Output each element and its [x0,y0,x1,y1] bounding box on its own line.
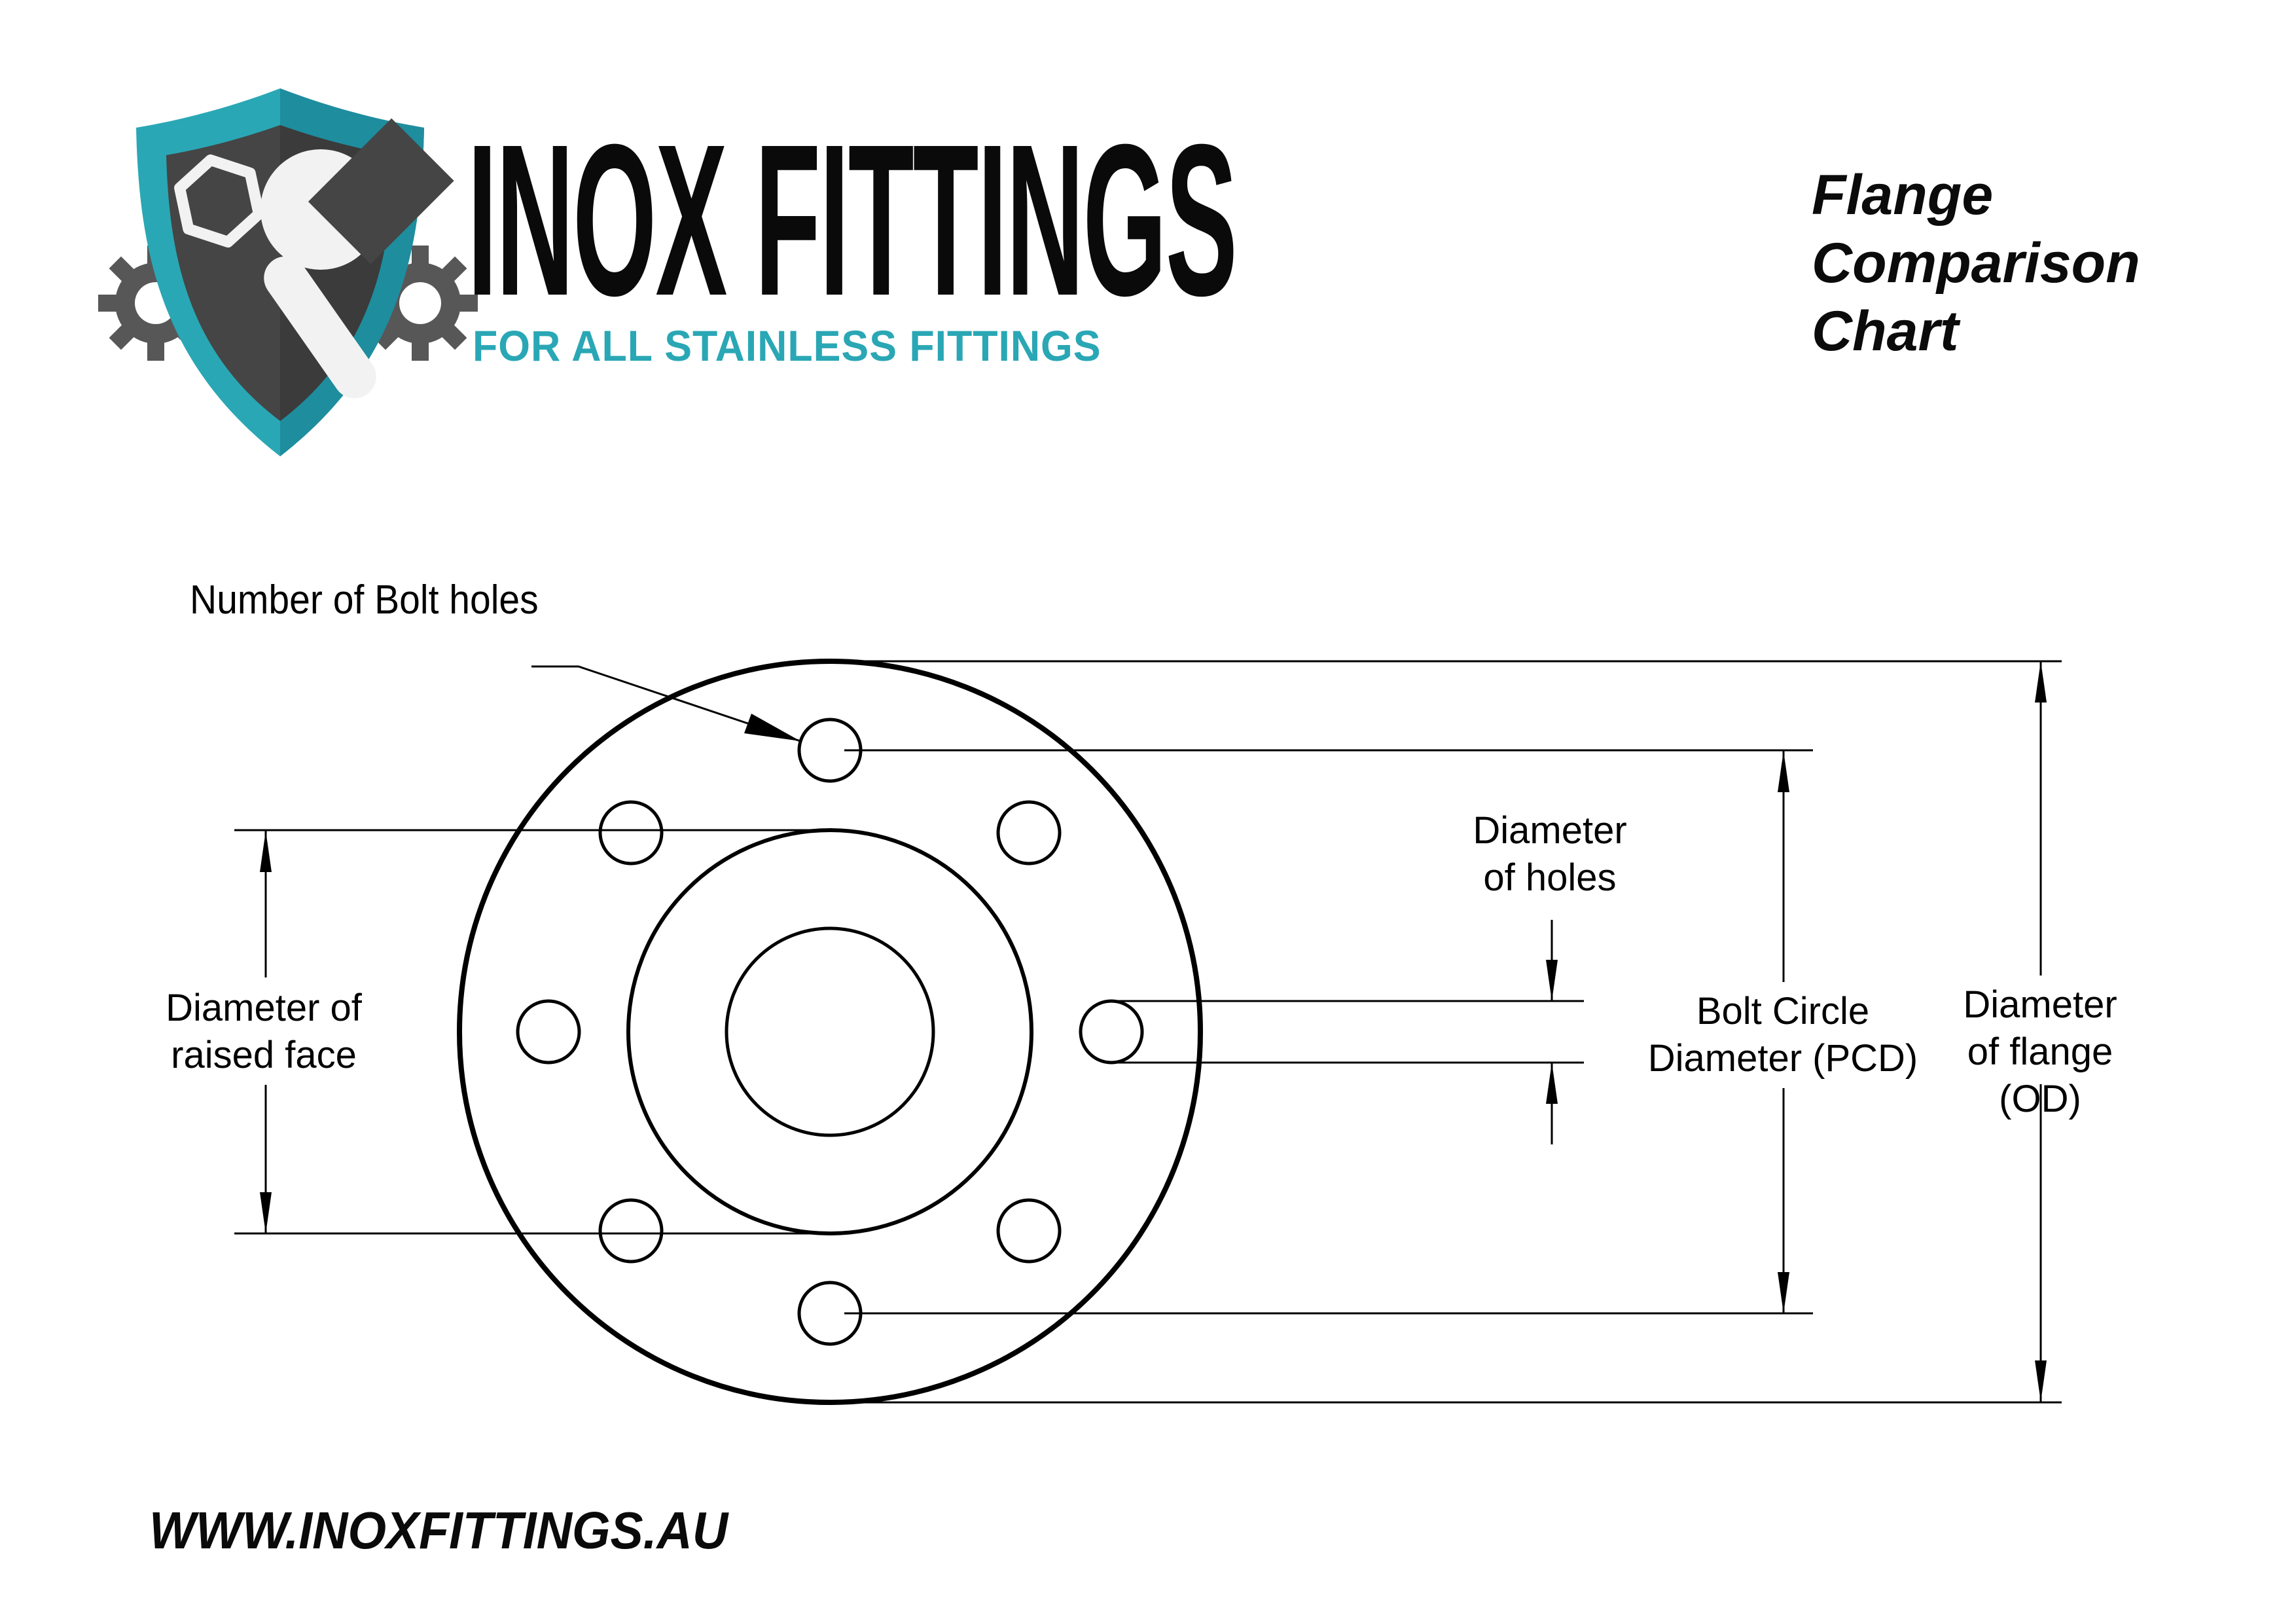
label-flange-od: Diameter of flange (OD) [1963,981,2117,1123]
extension-lines [234,660,2062,1404]
label-line: Diameter of [166,987,362,1029]
label-line: (OD) [1999,1078,2081,1120]
label-raised-face-diameter: Diameter of raised face [166,985,362,1079]
bolt-hole [1079,999,1144,1065]
label-line: Diameter [1473,809,1627,852]
label-line: Diameter (PCD) [1647,1037,1918,1080]
brand-logo [98,62,478,471]
raised-face-circle [626,828,1033,1235]
bolt-hole [996,1198,1062,1264]
dimension-arrowheads [260,661,2047,1402]
page-title: Flange Comparison Chart [1812,161,2140,365]
flange-outer-circle [457,659,1203,1405]
leader-arrowhead-icon [744,714,800,741]
shield-wrench-logo-icon [98,88,478,456]
bolt-hole [598,800,664,866]
bolt-hole [516,999,581,1065]
brand-subtitle: FOR ALL STAINLESS FITTINGS [473,321,1102,370]
brand-title: INOX FITTINGS [467,99,1238,340]
website-url: WWW.INOXFITTINGS.AU [149,1501,728,1559]
label-bolt-circle-diameter: Bolt Circle Diameter (PCD) [1648,988,1918,1082]
bolt-hole-leader-line [531,665,801,742]
bolt-hole [996,800,1062,866]
arrow-down-icon [1546,960,1558,1001]
label-hole-diameter: Diameter of holes [1473,807,1626,902]
hex-nut-icon [174,154,264,248]
label-line: raised face [171,1034,357,1076]
label-number-of-bolt-holes: Number of Bolt holes [190,577,539,623]
bolt-hole [598,1198,664,1264]
arrow-up-icon [1546,1063,1558,1104]
bolt-holes [516,718,1144,1346]
arrow-up-icon [260,831,272,872]
page-title-line-2: Comparison [1812,232,2140,295]
arrow-up-icon [1778,751,1789,792]
arrow-down-icon [260,1192,272,1233]
arrow-down-icon [2035,1360,2047,1402]
label-line: Diameter [1963,983,2117,1026]
arrow-down-icon [1778,1272,1789,1313]
bore-circle [725,926,935,1137]
label-line: of holes [1483,856,1617,899]
arrow-up-icon [2035,661,2047,702]
page-title-line-3: Chart [1812,300,1959,363]
page-title-line-1: Flange [1812,164,1994,227]
wrench-icon [260,118,454,399]
label-line: of flange [1967,1030,2113,1073]
label-line: Bolt Circle [1696,990,1870,1032]
